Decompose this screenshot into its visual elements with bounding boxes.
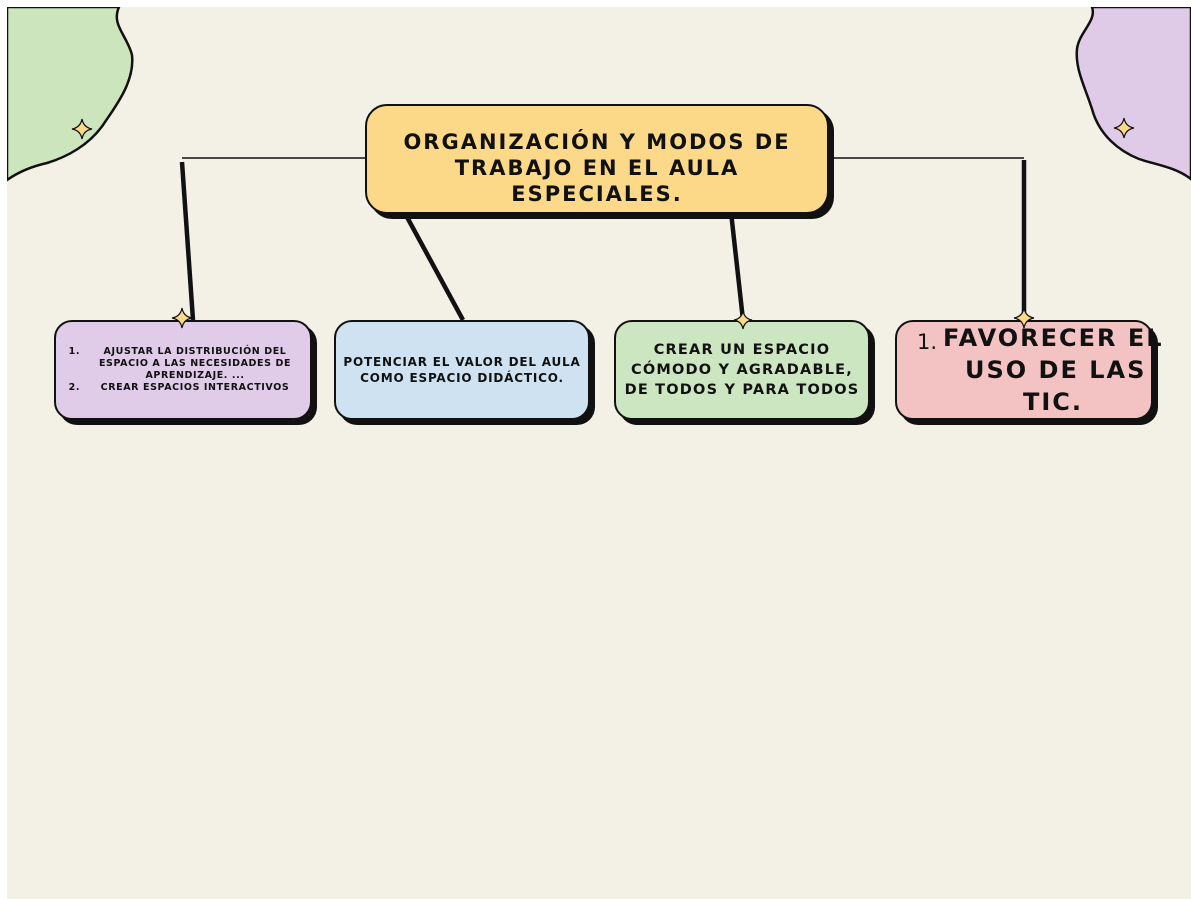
branch-box-3: CREAR UN ESPACIO CÓMODO Y AGRADABLE, DE … bbox=[614, 320, 870, 420]
branch-4-line-3: TIC. bbox=[1023, 388, 1084, 416]
branch-4-line-1: FAVORECER EL bbox=[943, 324, 1164, 352]
connector-layer bbox=[7, 7, 1191, 322]
corner-blob-left bbox=[7, 7, 134, 182]
branch-box-2: POTENCIAR EL VALOR DEL AULA COMO ESPACIO… bbox=[334, 320, 590, 420]
sparkle-icon bbox=[171, 307, 193, 329]
sparkle-layer bbox=[71, 117, 1135, 330]
branch-4-text: FAVORECER EL USO DE LAS TIC. bbox=[943, 322, 1191, 418]
sparkle-icon bbox=[1113, 117, 1135, 139]
branch-box-4: 1. FAVORECER EL USO DE LAS TIC. bbox=[895, 320, 1162, 420]
branch-1-item-2: CREAR ESPACIOS INTERACTIVOS bbox=[84, 382, 302, 394]
branch-1-item-1: AJUSTAR LA DISTRIBUCIÓN DEL ESPACIO A LA… bbox=[84, 346, 302, 382]
branch-3-text: CREAR UN ESPACIO CÓMODO Y AGRADABLE, DE … bbox=[624, 342, 860, 398]
branch-4-line-2: USO DE LAS bbox=[965, 356, 1147, 384]
sparkle-icon bbox=[71, 118, 93, 140]
diagram-canvas: ORGANIZACIÓN Y MODOS DE TRABAJO EN EL AU… bbox=[7, 7, 1191, 899]
corner-blob-right bbox=[1075, 7, 1191, 181]
central-topic-title: ORGANIZACIÓN Y MODOS DE TRABAJO EN EL AU… bbox=[403, 130, 791, 206]
sparkle-icon bbox=[1013, 307, 1035, 329]
central-topic-box: ORGANIZACIÓN Y MODOS DE TRABAJO EN EL AU… bbox=[365, 104, 829, 214]
branch-2-text: POTENCIAR EL VALOR DEL AULA COMO ESPACIO… bbox=[343, 355, 581, 385]
branch-1-list: AJUSTAR LA DISTRIBUCIÓN DEL ESPACIO A LA… bbox=[56, 346, 310, 394]
branch-box-1: AJUSTAR LA DISTRIBUCIÓN DEL ESPACIO A LA… bbox=[54, 320, 312, 420]
branch-4-number: 1. bbox=[917, 330, 938, 354]
sparkle-icon bbox=[733, 310, 753, 330]
